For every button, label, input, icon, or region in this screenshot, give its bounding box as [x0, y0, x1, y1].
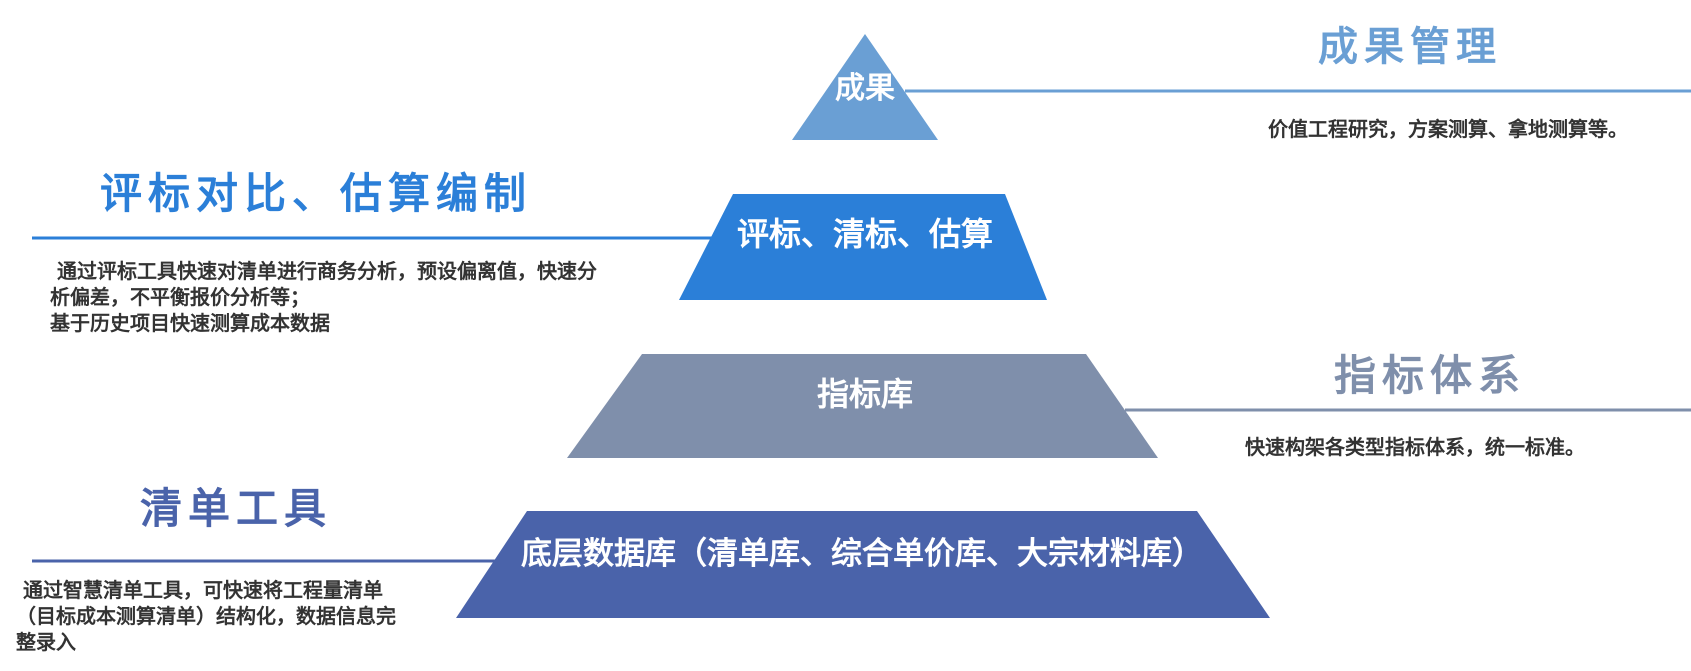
pyramid-tier-bid-evaluation [679, 194, 1047, 300]
tier-label-bid-evaluation: 评标、清标、估算 [737, 215, 993, 253]
bill-tool-description-line: 整录入 [16, 630, 76, 654]
bill-tool-description: 通过智慧清单工具，可快速将工程量清单 （目标成本测算清单）结构化，数据信息完 整… [16, 577, 396, 655]
bid-evaluation-description-line: 基于历史项目快速测算成本数据 [50, 311, 330, 335]
results-heading: 成果管理 [1318, 24, 1502, 70]
bill-tool-description-line: 通过智慧清单工具，可快速将工程量清单 [16, 578, 383, 602]
bid-evaluation-description: 通过评标工具快速对清单进行商务分析，预设偏离值，快速分 析偏差，不平衡报价分析等… [50, 258, 597, 336]
tier-label-base-database: 底层数据库（清单库、综合单价库、大宗材料库） [521, 536, 1203, 572]
bid-evaluation-heading: 评标对比、估算编制 [100, 169, 533, 218]
tier-label-results: 成果 [835, 71, 895, 106]
bill-tool-heading: 清单工具 [140, 484, 333, 533]
bid-evaluation-description-line: 通过评标工具快速对清单进行商务分析，预设偏离值，快速分 [50, 259, 597, 283]
pyramid-tier-index-library [567, 354, 1158, 458]
bid-evaluation-description-line: 析偏差，不平衡报价分析等； [50, 285, 310, 309]
results-description: 价值工程研究，方案测算、拿地测算等。 [1268, 117, 1628, 141]
index-system-heading: 指标体系 [1334, 351, 1527, 400]
pyramid-tier-results [792, 34, 938, 140]
pyramid-tier-base-database [456, 511, 1270, 618]
index-system-description: 快速构架各类型指标体系，统一标准。 [1245, 435, 1585, 459]
bill-tool-description-line: （目标成本测算清单）结构化，数据信息完 [16, 604, 396, 628]
tier-label-index-library: 指标库 [817, 375, 913, 413]
